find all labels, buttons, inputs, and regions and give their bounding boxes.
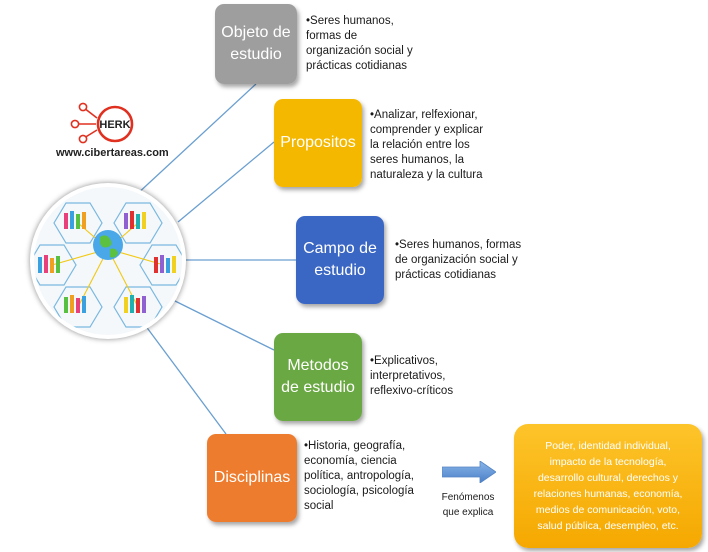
people-network-image xyxy=(30,183,186,339)
node-disciplinas: Disciplinas xyxy=(207,434,297,522)
connector-metodos xyxy=(172,299,275,351)
node-description: •Seres humanos, formas de organización s… xyxy=(306,15,413,72)
right-arrow-icon xyxy=(442,461,496,483)
node-campo-de-estudio: Campo de estudio xyxy=(296,216,384,304)
node-metodos-de-estudio: Metodos de estudio xyxy=(274,333,362,421)
node-title: Campo de estudio xyxy=(303,240,377,279)
connector-propositos xyxy=(177,141,275,223)
node-description: •Seres humanos, formas de organización s… xyxy=(395,239,522,281)
node-objeto-de-estudio: Objeto de estudio xyxy=(215,4,297,84)
node-description: •Analizar, relfexionar, comprender y exp… xyxy=(370,109,484,181)
node-propositos: Propositos xyxy=(274,99,362,187)
node-description: •Historia, geografía, economía, ciencia … xyxy=(304,440,414,512)
node-title: Objeto de estudio xyxy=(221,24,291,63)
logo-text: HERK xyxy=(99,119,130,131)
site-url: www.cibertareas.com xyxy=(56,147,169,159)
node-title: Propositos xyxy=(280,134,356,151)
node-title: Metodos de estudio xyxy=(281,357,355,396)
node-description: •Explicativos, interpretativos, reflexiv… xyxy=(370,355,454,397)
herk-logo: HERK xyxy=(70,102,134,144)
connector-objeto xyxy=(134,83,257,197)
arrow-label: Fenómenos que explica xyxy=(441,492,495,518)
phenomena-box: Poder, identidad individual, impacto de … xyxy=(514,424,702,548)
connector-disciplinas xyxy=(144,324,227,435)
node-title: Disciplinas xyxy=(213,469,291,486)
